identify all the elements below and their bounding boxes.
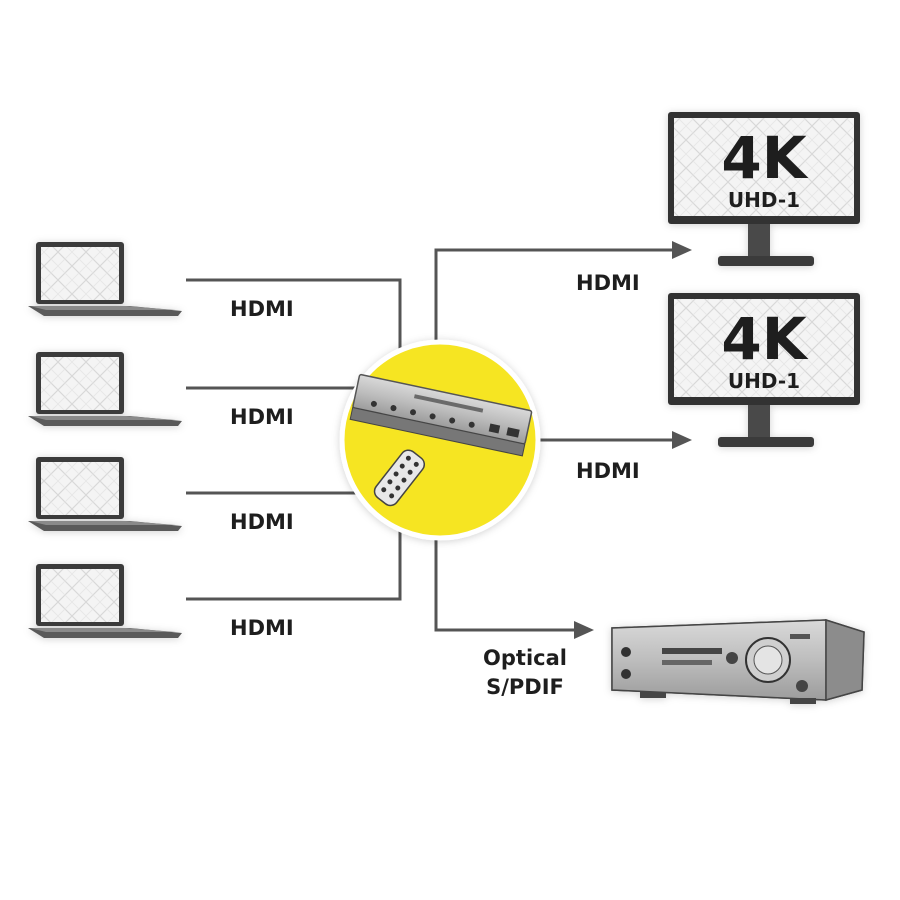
laptop-1 [28, 242, 182, 316]
matrix-hub [339, 339, 541, 541]
av-receiver [611, 618, 865, 704]
output-wires [434, 241, 692, 639]
laptop-3 [28, 457, 182, 531]
arrow-head-audio [574, 621, 594, 639]
input-label-2: HDMI [230, 405, 294, 429]
monitor-2: 4K UHD-1 [668, 293, 860, 447]
monitor-2-sub: UHD-1 [728, 369, 800, 393]
laptop-2 [28, 352, 182, 426]
input-label-3: HDMI [230, 510, 294, 534]
input-wires [186, 278, 402, 601]
input-label-4: HDMI [230, 616, 294, 640]
matrix-switch-device [349, 373, 533, 457]
monitor-1-badge: 4K [721, 124, 808, 192]
arrow-head-output-2 [672, 431, 692, 449]
output-label-2: HDMI [576, 459, 640, 483]
arrow-head-output-1 [672, 241, 692, 259]
output-label-1: HDMI [576, 271, 640, 295]
monitor-2-badge: 4K [721, 305, 808, 373]
remote-control-icon [373, 449, 426, 507]
laptop-4 [28, 564, 182, 638]
monitor-1-sub: UHD-1 [728, 188, 800, 212]
monitor-1: 4K UHD-1 [668, 112, 860, 266]
audio-label-line2: S/PDIF [486, 675, 564, 699]
input-label-1: HDMI [230, 297, 294, 321]
audio-label-line1: Optical [483, 646, 567, 670]
